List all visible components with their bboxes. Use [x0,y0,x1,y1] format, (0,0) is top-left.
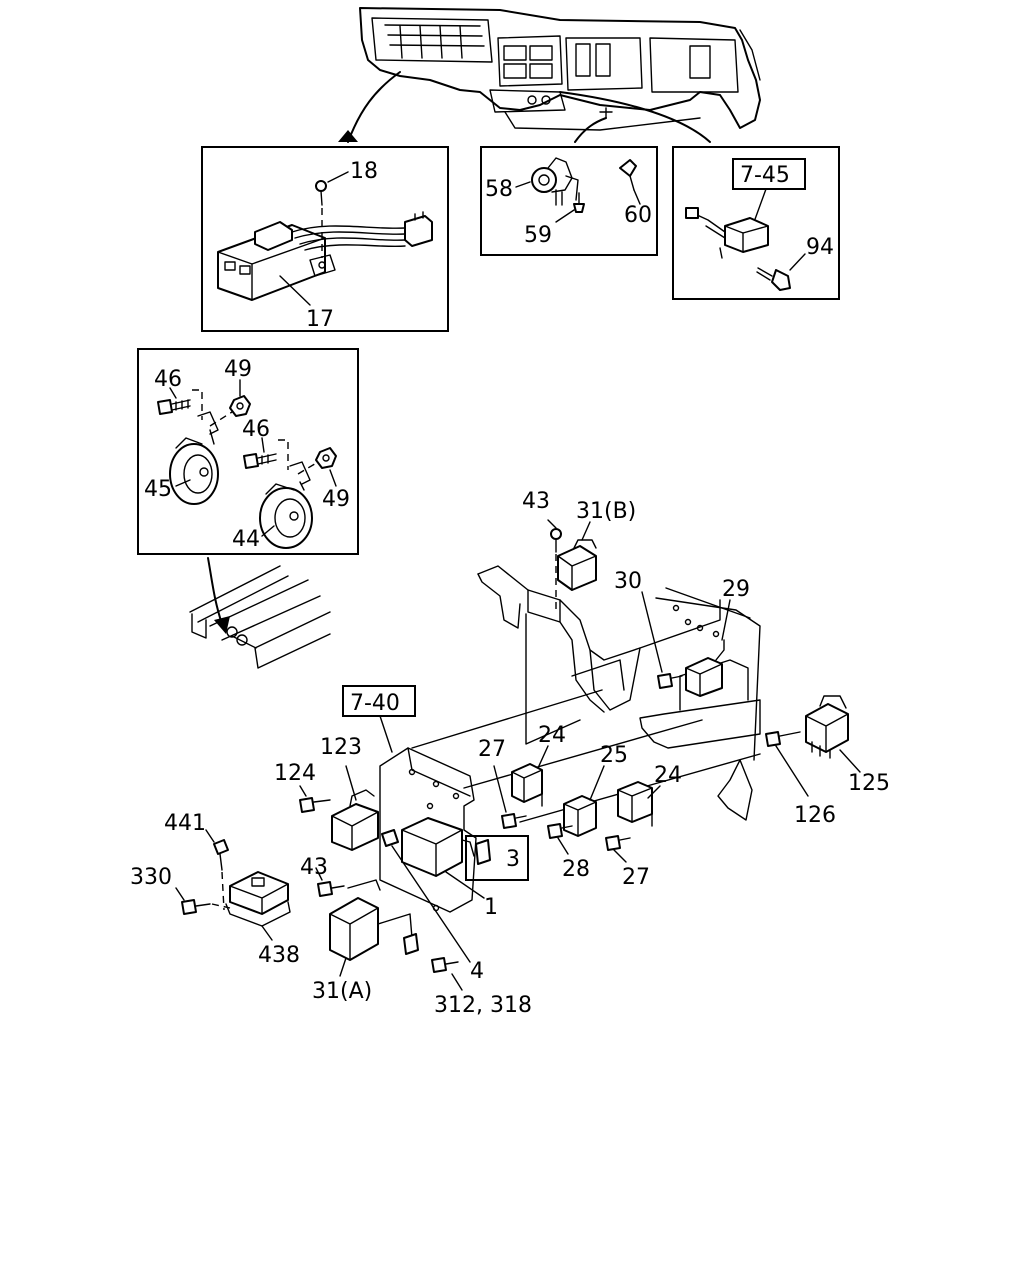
label-126: 126 [794,803,836,828]
label-438: 438 [258,943,300,968]
label-441: 441 [164,811,206,836]
screw-30-icon [657,673,683,689]
label-125: 125 [848,771,890,796]
label-4: 4 [470,959,484,984]
label-31a: 31(A) [312,979,372,1004]
label-124: 124 [274,761,316,786]
screw-330-icon [181,899,211,915]
relay-25-icon [563,795,597,837]
box-connector-7-45: 7-45 94 [672,146,840,300]
relay-24-left-icon [511,763,543,807]
label-43-low: 43 [300,855,328,880]
label-94: 94 [806,235,834,260]
relay-125-icon [805,695,849,759]
label-18: 18 [350,159,378,184]
screw-312-icon [431,957,459,973]
screw-441-icon [213,839,229,871]
label-24-right: 24 [654,763,682,788]
relay-31b-icon [557,539,597,591]
label-27-right: 27 [622,865,650,890]
relay-125-group: 126 125 [765,695,890,828]
label-59: 59 [524,223,552,248]
label-45: 45 [144,477,172,502]
label-24-left: 24 [538,723,566,748]
label-31b: 31(B) [576,499,636,524]
ref-box-7-45 [732,158,806,190]
screw-43-top-icon [550,528,562,553]
box-horns: 46 49 46 45 49 44 [137,348,359,555]
label-3: 3 [506,847,520,872]
label-58: 58 [485,177,513,202]
screw-28-icon [547,823,573,839]
label-44: 44 [232,527,260,552]
label-43-top: 43 [522,489,550,514]
label-49-top: 49 [224,357,252,382]
part-58-icon [531,157,579,206]
horn-44-icon [259,481,313,549]
bolt-46-mid-icon [243,453,277,469]
screw-27-right-icon [605,835,631,851]
label-25: 25 [600,743,628,768]
relay-31a-icon [329,879,419,961]
connector-7-45-icon [685,207,769,259]
label-123: 123 [320,735,362,760]
clip-60-icon [619,159,637,191]
label-46-top: 46 [154,367,182,392]
screw-59-icon [573,192,585,213]
label-17: 17 [306,307,334,332]
screw-27-left-icon [501,813,527,829]
relay-24-right-icon [617,781,653,827]
label-30: 30 [614,569,642,594]
dashboard-illustration [338,7,761,143]
box-horn-switch: 58 59 60 [480,146,658,256]
label-312-318: 312, 318 [434,993,532,1018]
screw-94-icon [756,267,791,291]
horn-45-icon [169,429,219,505]
chassis-frame [189,557,331,669]
relay-123-icon [331,789,379,851]
part-3-icon [475,839,491,865]
label-27-left: 27 [478,737,506,762]
label-60: 60 [624,203,652,228]
flasher-438-icon [225,871,291,927]
screw-126-icon [765,731,801,747]
nut-49-mid-icon [315,447,337,469]
label-46-mid: 46 [242,417,270,442]
part-4-icon [381,829,399,847]
screw-18-icon [315,180,327,206]
relay-panel: 7-40 [274,685,532,1018]
label-49-mid: 49 [322,487,350,512]
label-1: 1 [484,895,498,920]
screw-43-low-icon [317,881,345,897]
screw-124-icon [299,797,331,813]
label-29: 29 [722,577,750,602]
label-330: 330 [130,865,172,890]
label-28: 28 [562,857,590,882]
ref-box-7-40 [342,685,416,717]
box-wiring-harness: 18 17 [201,146,449,332]
bolt-46-icon [157,399,191,415]
ref-7-40: 7-40 [350,691,400,716]
flasher-group: 441 330 438 [130,811,300,968]
module-1-icon [401,817,475,877]
ref-7-45: 7-45 [740,163,790,188]
box-3 [465,835,529,881]
relay-29-icon [685,657,723,697]
main-bracket: 43 31(B) 30 29 [477,489,761,821]
relay-row: 27 24 25 24 28 27 [478,723,682,890]
nut-49-icon [229,395,251,417]
